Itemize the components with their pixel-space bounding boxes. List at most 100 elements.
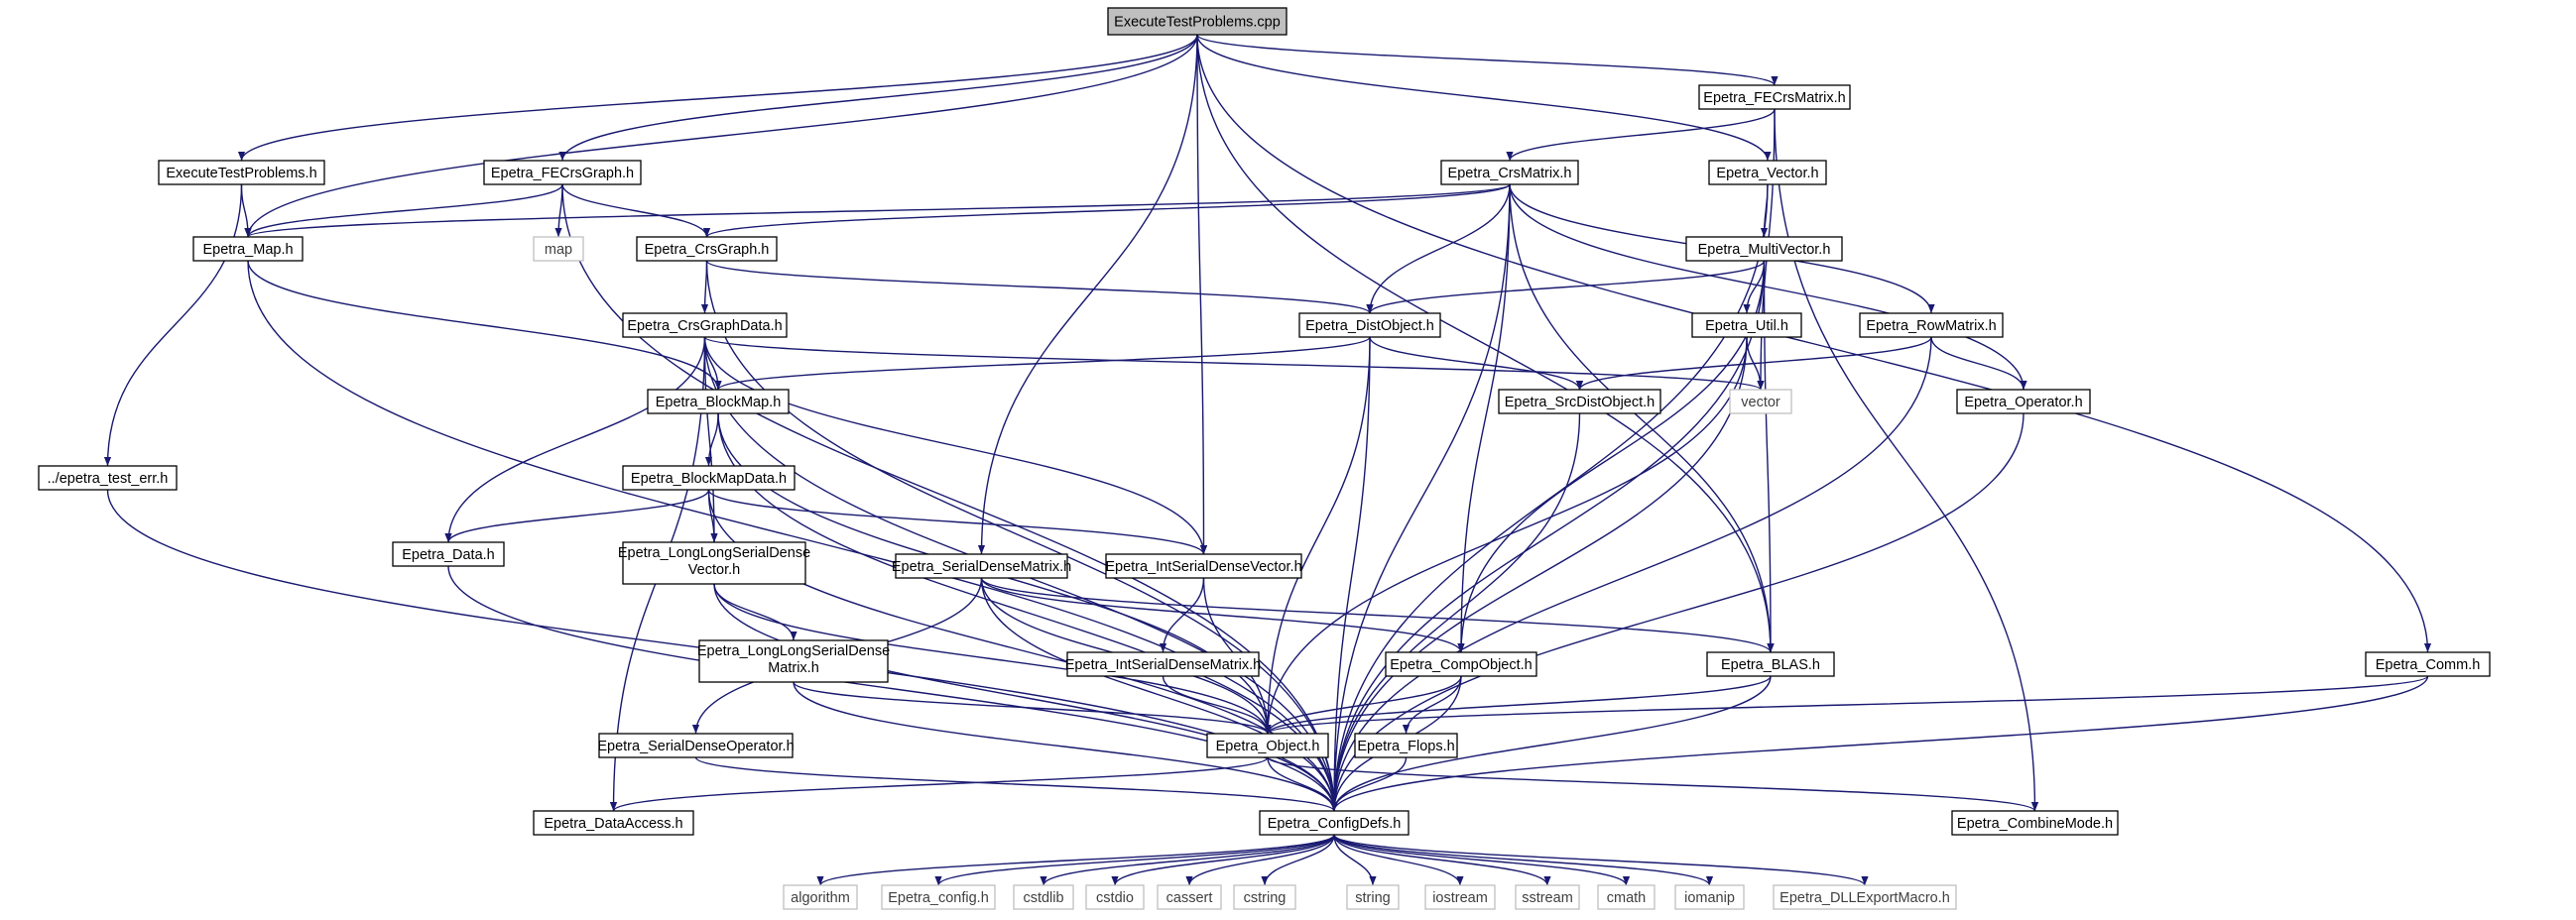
node-box — [1440, 160, 1579, 185]
node-Flops[interactable]: Epetra_Flops.h — [1354, 733, 1458, 758]
edge-BlockMapData-to-Data — [444, 489, 710, 543]
node-box — [783, 884, 858, 910]
node-box — [1515, 884, 1580, 910]
node-MultiVector[interactable]: Epetra_MultiVector.h — [1685, 236, 1843, 262]
node-box — [1859, 312, 2004, 338]
node-label: Epetra_MultiVector.h — [1698, 242, 1831, 258]
edge-MultiVector-to-DistObject — [1366, 260, 1766, 314]
node-box — [1066, 651, 1260, 677]
node-box — [38, 465, 178, 491]
edge-ConfigDefs-to-iostream — [1333, 834, 1464, 886]
node-label: Epetra_CrsMatrix.h — [1448, 166, 1572, 181]
node-box — [1691, 312, 1802, 338]
edge-Util-to-ConfigDefs — [1330, 336, 1748, 812]
edge-CompObject-to-Flops — [1402, 675, 1462, 735]
edge-CrsMatrix-to-BLAS — [1509, 183, 1775, 653]
edge-ETPh-to-testerr — [103, 183, 243, 467]
edge-Map-to-ConfigDefs — [247, 260, 1338, 812]
edge-DistObject-to-BlockMap — [714, 336, 1371, 391]
node-ISDV[interactable]: Epetra_IntSerialDenseVector.h — [1105, 553, 1302, 579]
edge-root-to-ETPh — [238, 34, 1198, 162]
node-Comm[interactable]: Epetra_Comm.h — [2365, 651, 2491, 677]
node-Util[interactable]: Epetra_Util.h — [1691, 312, 1802, 338]
node-ETPh[interactable]: ExecuteTestProblems.h — [158, 160, 325, 185]
node-ConfigDefs[interactable]: Epetra_ConfigDefs.h — [1259, 810, 1410, 836]
node-SDM[interactable]: Epetra_SerialDenseMatrix.h — [892, 553, 1071, 579]
node-Operator[interactable]: Epetra_Operator.h — [1956, 389, 2091, 414]
node-label: Epetra_SerialDenseOperator.h — [597, 739, 794, 754]
node-label: Epetra_ConfigDefs.h — [1268, 816, 1402, 832]
node-CrsGraph[interactable]: Epetra_CrsGraph.h — [636, 236, 778, 262]
node-BlockMap[interactable]: Epetra_BlockMap.h — [647, 389, 790, 414]
node-testerr[interactable]: ../epetra_test_err.h — [38, 465, 178, 491]
node-label: Epetra_CrsGraph.h — [645, 242, 770, 258]
node-iostream: iostream — [1424, 884, 1496, 910]
node-label: Epetra_DLLExportMacro.h — [1779, 890, 1950, 906]
edge-CrsGraphData-to-LLSDV — [703, 336, 718, 543]
node-SDO[interactable]: Epetra_SerialDenseOperator.h — [597, 733, 795, 758]
node-label: Epetra_config.h — [888, 890, 989, 906]
node-label: sstream — [1522, 890, 1573, 906]
edge-LLSDV-to-ConfigDefs — [713, 583, 1338, 812]
node-box — [1206, 733, 1329, 758]
node-ISDM[interactable]: Epetra_IntSerialDenseMatrix.h — [1065, 651, 1261, 677]
node-label: Epetra_FECrsMatrix.h — [1703, 90, 1845, 106]
edge-Comm-to-Object — [1264, 675, 2429, 735]
node-RowMatrix[interactable]: Epetra_RowMatrix.h — [1859, 312, 2004, 338]
node-box — [622, 465, 796, 491]
node-label: Epetra_IntSerialDenseVector.h — [1105, 559, 1301, 575]
node-box — [1729, 389, 1792, 414]
edge-FECrsGraph-to-Map — [244, 183, 563, 238]
node-CompObject[interactable]: Epetra_CompObject.h — [1385, 651, 1537, 677]
edge-CrsGraphData-to-vector — [703, 336, 1765, 391]
node-CombineMode[interactable]: Epetra_CombineMode.h — [1951, 810, 2119, 836]
node-map: map — [533, 236, 584, 262]
node-box — [392, 541, 505, 567]
edge-Object-to-CombineMode — [1267, 756, 2038, 812]
edge-BLAS-to-ConfigDefs — [1330, 675, 1772, 812]
edge-root-to-BLAS — [1196, 34, 1775, 653]
node-root[interactable]: ExecuteTestProblems.cpp — [1107, 7, 1288, 36]
edge-LLSDV-to-Object — [713, 583, 1272, 735]
node-DistObject[interactable]: Epetra_DistObject.h — [1298, 312, 1441, 338]
node-CrsGraphData[interactable]: Epetra_CrsGraphData.h — [622, 312, 788, 338]
edge-ConfigDefs-to-algorithm — [816, 834, 1335, 886]
edge-CrsMatrix-to-CompObject — [1457, 183, 1511, 653]
node-cmath: cmath — [1597, 884, 1656, 910]
edge-ISDM-to-Object — [1162, 675, 1272, 735]
node-box — [1354, 733, 1458, 758]
node-Map[interactable]: Epetra_Map.h — [192, 236, 304, 262]
node-box — [1157, 884, 1222, 910]
edge-FECrsGraph-to-ConfigDefs — [561, 183, 1338, 812]
node-FECrsMatrix[interactable]: Epetra_FECrsMatrix.h — [1698, 84, 1851, 110]
node-label: Epetra_Util.h — [1705, 318, 1788, 334]
edge-root-to-Vector — [1196, 34, 1772, 162]
node-box — [1674, 884, 1745, 910]
node-sstream: sstream — [1515, 884, 1580, 910]
node-Data[interactable]: Epetra_Data.h — [392, 541, 505, 567]
edge-FECrsMatrix-to-CrsMatrix — [1506, 108, 1776, 162]
edge-SrcDistObject-to-ConfigDefs — [1330, 412, 1581, 812]
node-DataAccess[interactable]: Epetra_DataAccess.h — [533, 810, 694, 836]
node-box — [1013, 884, 1074, 910]
edge-ConfigDefs-to-cstdlib — [1040, 834, 1335, 886]
edge-ConfigDefs-to-string — [1333, 834, 1377, 886]
node-BlockMapData[interactable]: Epetra_BlockMapData.h — [622, 465, 796, 491]
node-CrsMatrix[interactable]: Epetra_CrsMatrix.h — [1440, 160, 1579, 185]
edge-ConfigDefs-to-iomanip — [1333, 834, 1713, 886]
node-FECrsGraph[interactable]: Epetra_FECrsGraph.h — [483, 160, 642, 185]
node-label: Vector.h — [688, 562, 740, 578]
node-SrcDistObject[interactable]: Epetra_SrcDistObject.h — [1498, 389, 1661, 414]
node-string: string — [1346, 884, 1400, 910]
node-Object[interactable]: Epetra_Object.h — [1206, 733, 1329, 758]
edge-DistObject-to-SrcDistObject — [1369, 336, 1584, 391]
edge-MultiVector-to-ConfigDefs — [1330, 260, 1766, 812]
node-Vector[interactable]: Epetra_Vector.h — [1708, 160, 1827, 185]
node-label: Epetra_IntSerialDenseMatrix.h — [1065, 657, 1261, 673]
node-box — [1956, 389, 2091, 414]
edge-CrsMatrix-to-Map — [244, 183, 1511, 238]
node-BLAS[interactable]: Epetra_BLAS.h — [1706, 651, 1835, 677]
